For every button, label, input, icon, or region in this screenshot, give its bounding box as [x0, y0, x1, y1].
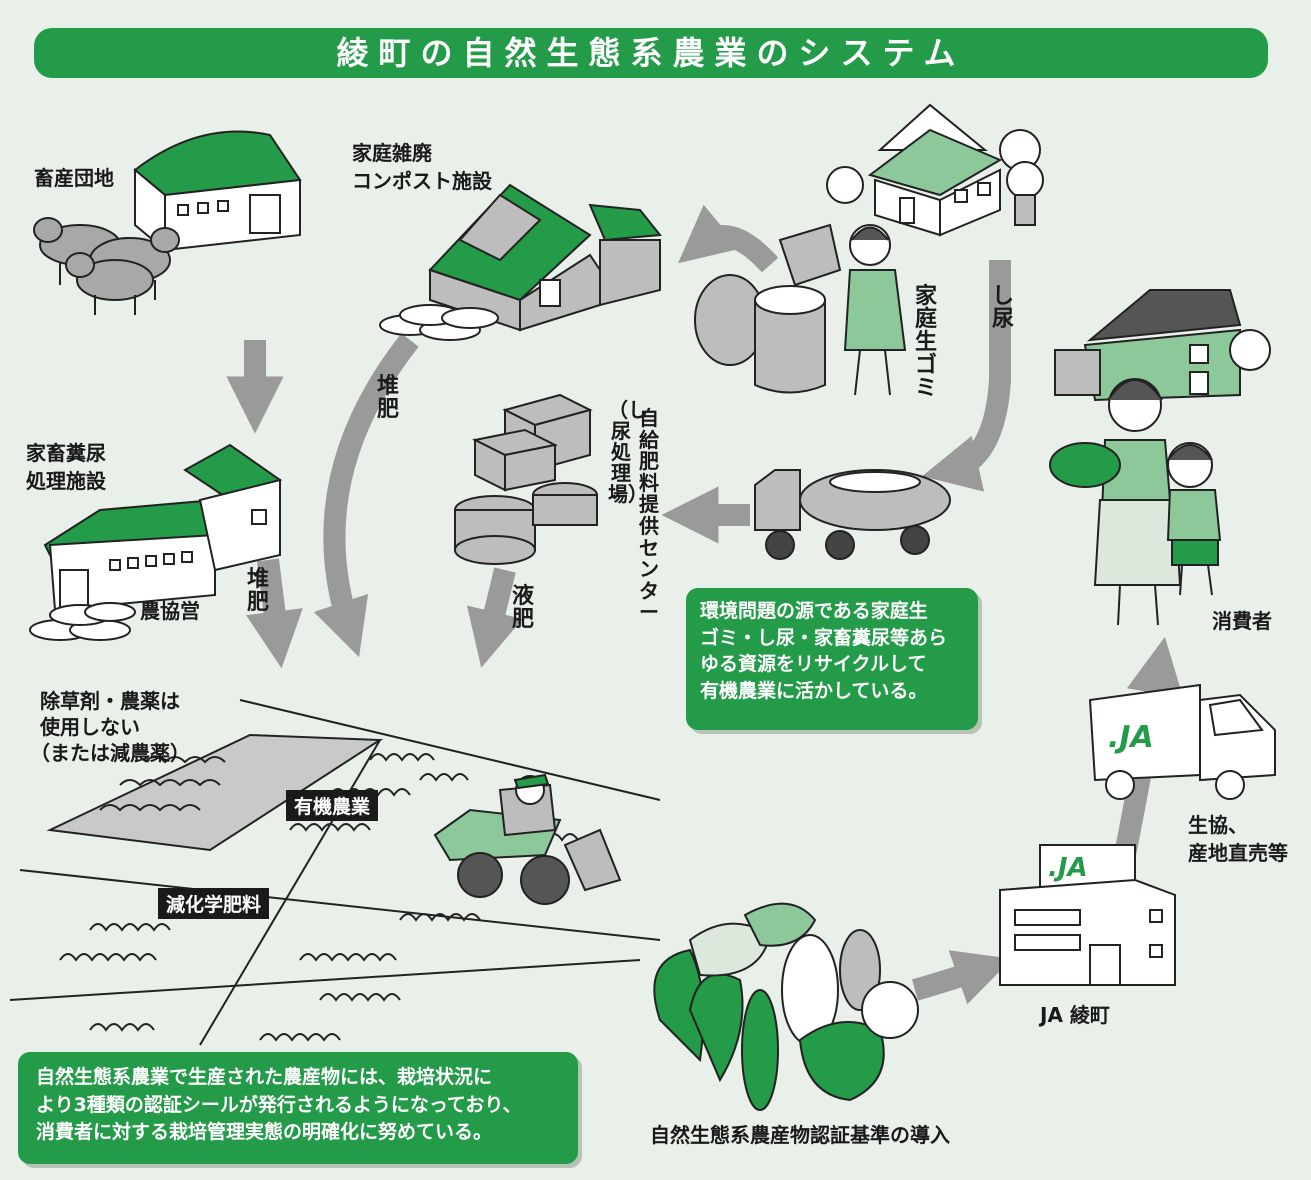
ja-operated-label: 農協営	[140, 599, 200, 623]
coop-label-2: 産地直売等	[1188, 841, 1288, 865]
treatment-center	[454, 393, 598, 565]
consumer-label: 消費者	[1212, 609, 1272, 633]
compost-facility	[428, 183, 662, 332]
fertilizer-center-sub-label: （し尿処理場）	[608, 398, 648, 506]
livestock-complex-label: 畜産団地	[34, 166, 114, 190]
tractor	[433, 773, 622, 905]
title-banner: 綾町の自然生態系農業のシステム	[34, 28, 1268, 78]
manure-facility-label-1: 家畜糞尿	[26, 441, 106, 465]
cert-info-line: 消費者に対する栽培管理実態の明確化に努めている。	[36, 1121, 493, 1144]
recycle-info-line: ゆる資源をリサイクルして	[700, 653, 927, 676]
manure-facility	[43, 443, 283, 612]
reduced-fertilizer-tag: 減化学肥料	[158, 888, 270, 919]
compost-label-2: 堆肥	[246, 567, 269, 616]
recycle-info-line: 有機農業に活かしている。	[700, 679, 928, 702]
ja-building	[999, 844, 1176, 986]
recycle-info-line: ゴミ・し尿・家畜糞尿等あら	[700, 626, 948, 649]
arrow-compost-to-field	[313, 333, 419, 658]
ja-aya-label: JA 綾町	[1040, 1003, 1110, 1027]
recycle-info-line: 環境問題の源である家庭生	[700, 600, 928, 622]
garbage-bin	[694, 223, 842, 394]
woman-garbage	[843, 224, 907, 396]
certification-label: 自然生態系農産物認証基準の導入	[650, 1123, 950, 1147]
arrow-center-to-field	[466, 567, 523, 668]
trees-top	[826, 129, 1044, 226]
compost-facility-label-2: コンポスト施設	[352, 169, 492, 193]
ja-logo-truck: .JA	[1108, 720, 1154, 755]
no-herbicide-label-2: 使用しない	[40, 715, 140, 739]
kitchen-garbage-label: 家庭生ゴミ	[914, 284, 937, 402]
ja-logo-building: .JA	[1048, 853, 1088, 883]
house-top	[867, 103, 1003, 237]
night-soil-label: し尿	[991, 284, 1014, 333]
fertilizer-center-label: 自給肥料提供センター	[639, 406, 659, 625]
compost-bags	[379, 304, 499, 341]
no-herbicide-label-1: 除草剤・農薬は	[40, 689, 180, 713]
tanker-truck	[754, 469, 951, 560]
arrow-manure-to-field	[246, 558, 303, 669]
arrow-veg-to-ja	[911, 950, 1013, 1005]
family	[1049, 378, 1222, 626]
crop-rows	[59, 753, 579, 1042]
no-herbicide-label-3: （または減農薬）	[30, 741, 190, 765]
ja-truck	[1088, 683, 1276, 800]
cows	[33, 217, 180, 315]
cert-info-line: より3種類の認証シールが発行されるようになっており、	[36, 1093, 522, 1116]
coop-label-1: 生協、	[1188, 813, 1248, 837]
recycle-info-box: 環境問題の源である家庭生 ゴミ・し尿・家畜糞尿等あら ゆる資源をリサイクルして …	[686, 588, 978, 730]
manure-bags	[29, 602, 136, 641]
vegetables	[653, 902, 919, 1111]
manure-facility-label-2: 処理施設	[26, 469, 106, 493]
compost-facility-label-1: 家庭雑廃	[352, 141, 432, 165]
arrow-nightsoil-to-truck	[922, 260, 1011, 492]
arrow-garbage-to-compost	[678, 204, 779, 273]
liquid-fertilizer-label: 液肥	[511, 584, 534, 633]
consumer-house	[1054, 289, 1271, 402]
organic-farming-tag: 有機農業	[286, 790, 379, 821]
certification-info-box: 自然生態系農業で生産された農産物には、栽培状況に より3種類の認証シールが発行さ…	[18, 1052, 578, 1164]
compost-label-1: 堆肥	[376, 374, 399, 423]
cert-info-line: 自然生態系農業で生産された農産物には、栽培状況に	[36, 1066, 493, 1088]
diagram-title: 綾町の自然生態系農業のシステム	[336, 34, 966, 72]
